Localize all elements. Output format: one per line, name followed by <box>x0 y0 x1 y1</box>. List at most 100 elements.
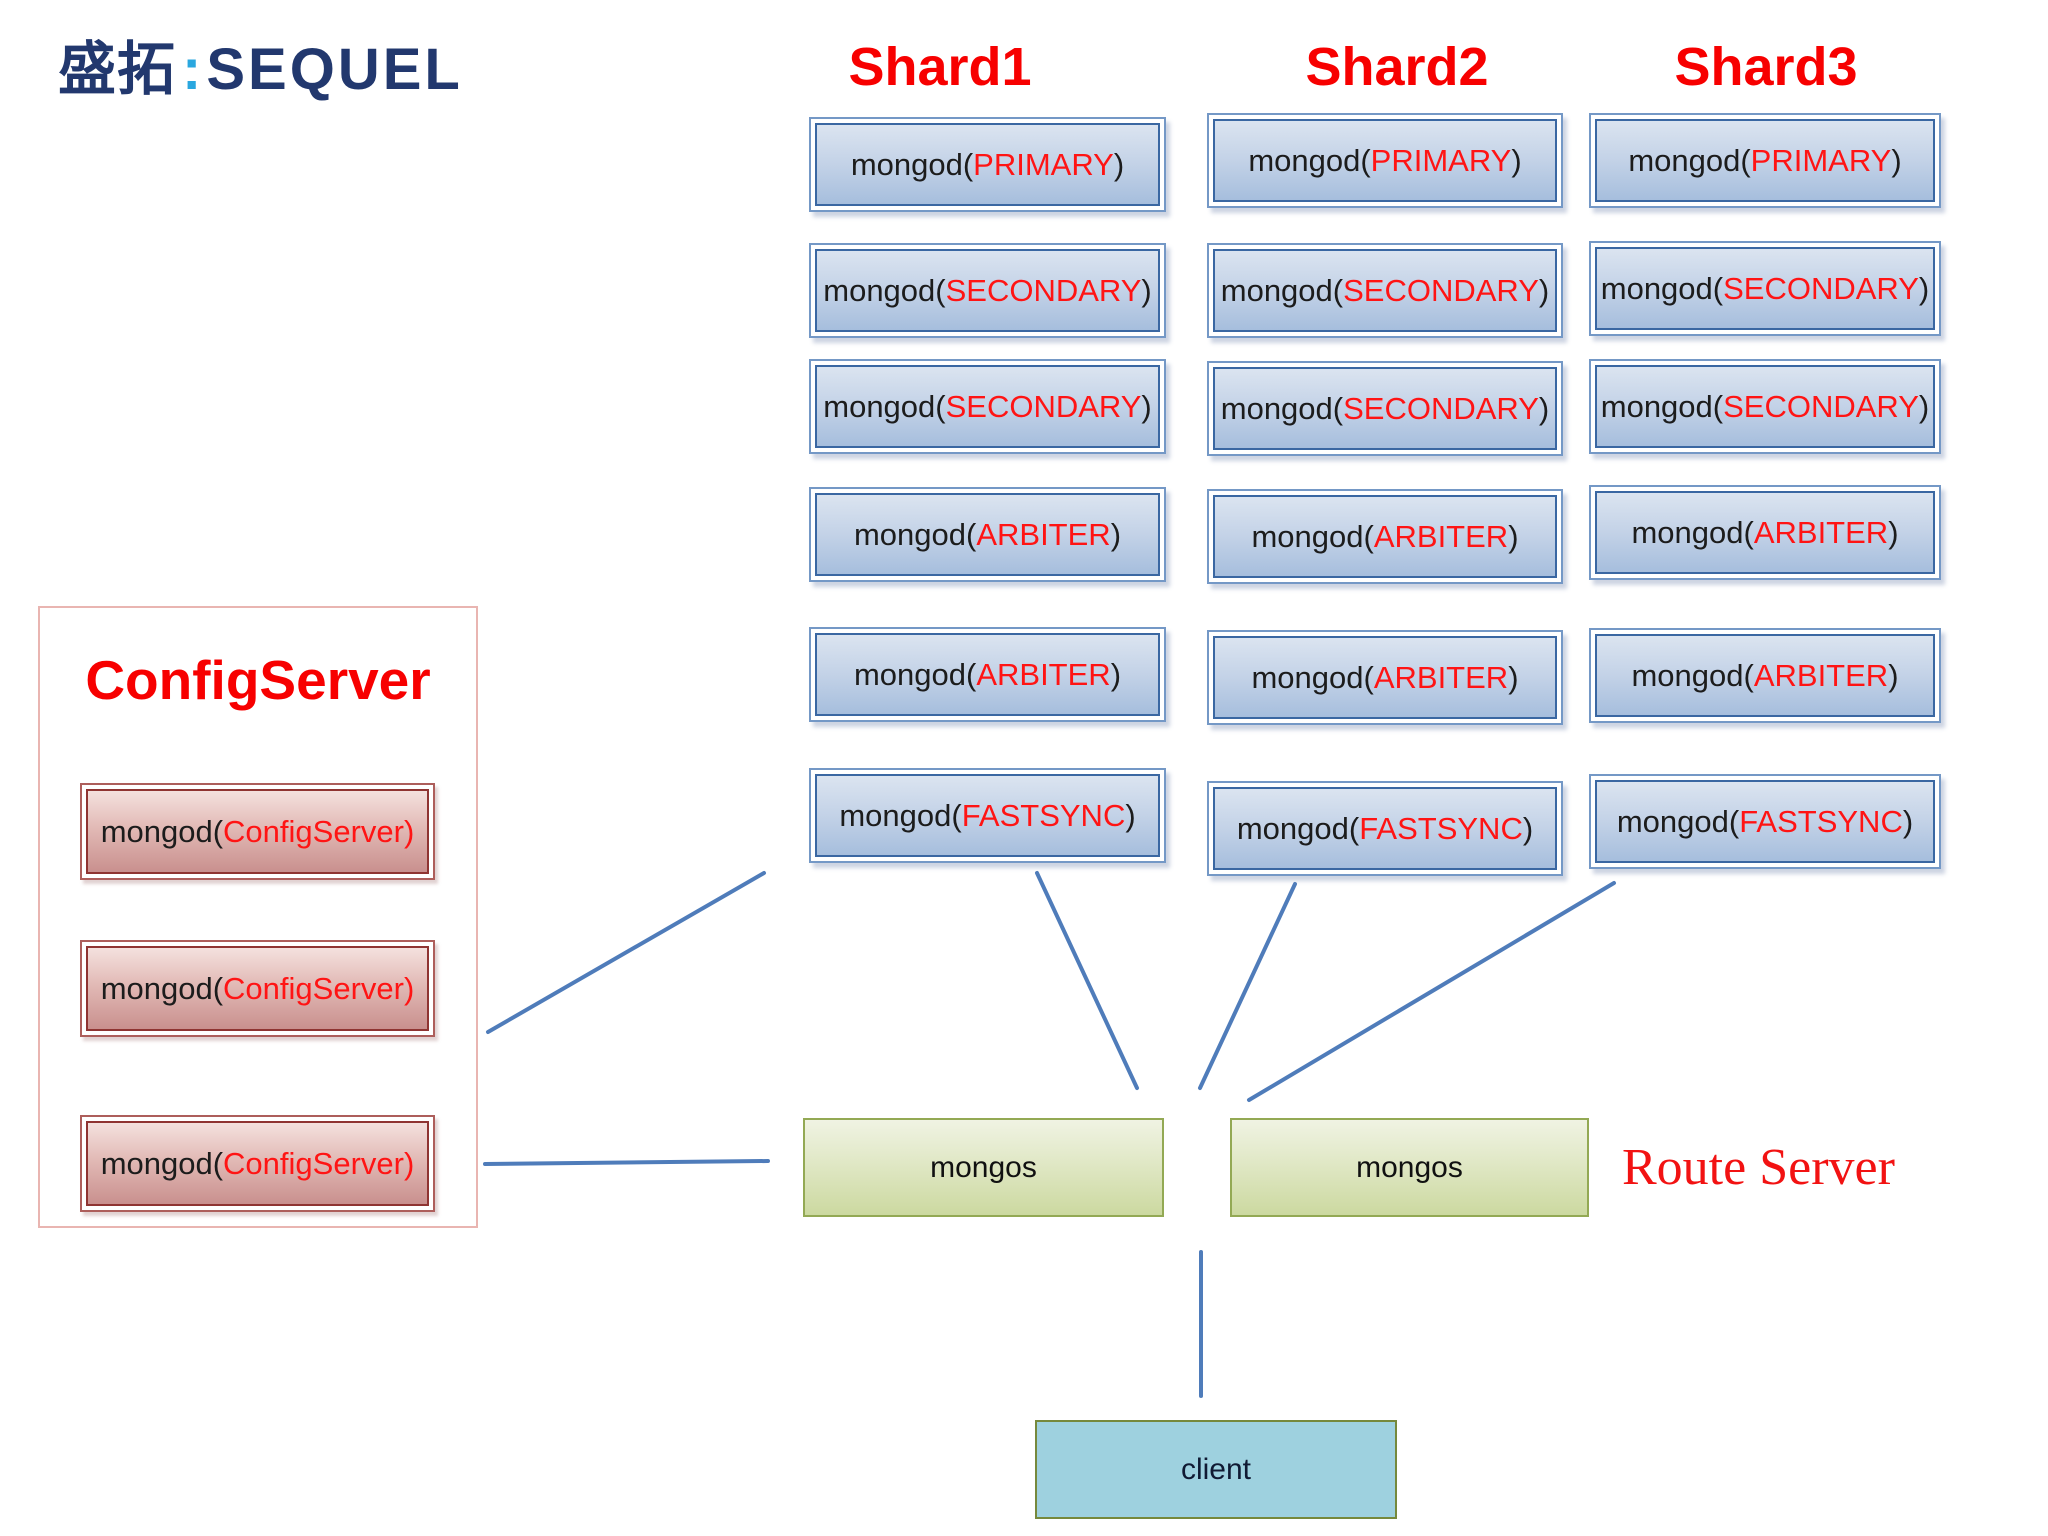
node-keyword: ARBITER <box>1373 518 1509 554</box>
shard1-node-secondary-2: mongod(SECONDARY) <box>809 359 1166 454</box>
node-suffix: ) <box>1125 797 1136 833</box>
shard1-node-arbiter-2: mongod(ARBITER) <box>809 627 1166 722</box>
shard2-node-fastsync: mongod(FASTSYNC) <box>1207 781 1563 876</box>
node-label: mongod( <box>853 516 977 552</box>
node-suffix: ) <box>1888 657 1899 693</box>
node-keyword: ConfigServer <box>223 813 404 849</box>
shard1-node-primary: mongod(PRIMARY) <box>809 117 1166 212</box>
node-label: mongod( <box>1236 810 1360 846</box>
shard3-title: Shard3 <box>1674 37 1858 97</box>
node-suffix: ) <box>1538 390 1550 426</box>
client-label: client <box>1180 1452 1252 1486</box>
node-keyword: SECONDARY <box>1343 390 1539 426</box>
node-label: mongod( <box>1600 388 1724 424</box>
configserver-node-2: mongod(ConfigServer) <box>80 940 435 1037</box>
mongos-label: mongos <box>1356 1150 1463 1184</box>
node-suffix: ) <box>1141 388 1152 424</box>
configserver-node-3: mongod(ConfigServer) <box>80 1115 435 1212</box>
node-label: mongod( <box>100 1145 224 1181</box>
node-keyword: ARBITER <box>1753 657 1889 693</box>
node-suffix: ) <box>1888 514 1899 550</box>
logo: 盛拓:SEQUEL <box>58 22 463 106</box>
node-keyword: ARBITER <box>1753 514 1889 550</box>
node-label: mongod( <box>850 146 974 182</box>
node-suffix: ) <box>403 970 415 1006</box>
node-label: mongod( <box>1631 657 1754 693</box>
route-server-label: Route Server <box>1622 1139 1895 1196</box>
logo-cn-text: 盛拓 <box>58 37 177 102</box>
mongos-label: mongos <box>930 1150 1037 1184</box>
node-label: mongod( <box>100 813 224 849</box>
node-keyword: FASTSYNC <box>1739 803 1903 839</box>
node-label: mongod( <box>100 970 224 1006</box>
node-suffix: ) <box>1918 270 1930 306</box>
node-keyword: ConfigServer <box>223 1145 404 1181</box>
node-keyword: SECONDARY <box>1343 272 1539 308</box>
connector-shard3-to-mongos <box>1247 881 1616 1102</box>
node-suffix: ) <box>1110 656 1122 692</box>
node-keyword: PRIMARY <box>1750 142 1892 178</box>
node-keyword: ARBITER <box>976 516 1111 552</box>
node-label: mongod( <box>1220 272 1344 308</box>
shard3-node-secondary-1: mongod(SECONDARY) <box>1589 241 1941 336</box>
shard3-node-arbiter-2: mongod(ARBITER) <box>1589 628 1941 723</box>
node-keyword: ConfigServer <box>223 970 404 1006</box>
node-suffix: ) <box>1918 388 1930 424</box>
shard1-node-secondary-1: mongod(SECONDARY) <box>809 243 1166 338</box>
node-suffix: ) <box>1141 272 1152 308</box>
node-keyword: SECONDARY <box>945 272 1142 308</box>
node-label: mongod( <box>1251 518 1374 554</box>
connector-configserver-to-shards <box>486 871 766 1034</box>
node-keyword: SECONDARY <box>945 388 1142 424</box>
mongos-node-1: mongos <box>803 1118 1164 1217</box>
logo-colon: : <box>182 37 203 102</box>
logo-en-text: SEQUEL <box>206 37 463 102</box>
node-suffix: ) <box>1902 803 1914 839</box>
node-suffix: ) <box>1891 142 1902 178</box>
shard3-node-arbiter-1: mongod(ARBITER) <box>1589 485 1941 580</box>
configserver-node-1: mongod(ConfigServer) <box>80 783 435 880</box>
connector-shard1-to-mongos <box>1035 871 1139 1090</box>
node-keyword: ARBITER <box>1373 659 1509 695</box>
node-label: mongod( <box>853 656 977 692</box>
node-label: mongod( <box>823 388 946 424</box>
configserver-title: ConfigServer <box>85 649 431 711</box>
node-suffix: ) <box>403 813 415 849</box>
node-label: mongod( <box>1248 142 1371 178</box>
connector-configserver-to-mongos <box>483 1159 770 1166</box>
shard3-node-primary: mongod(PRIMARY) <box>1589 113 1941 208</box>
node-suffix: ) <box>1511 142 1522 178</box>
shard1-title: Shard1 <box>848 37 1032 97</box>
node-label: mongod( <box>1631 514 1754 550</box>
node-suffix: ) <box>1110 516 1122 552</box>
node-keyword: SECONDARY <box>1723 388 1919 424</box>
node-label: mongod( <box>823 272 946 308</box>
node-keyword: PRIMARY <box>973 146 1114 182</box>
node-keyword: PRIMARY <box>1370 142 1512 178</box>
shard2-node-arbiter-2: mongod(ARBITER) <box>1207 630 1563 725</box>
mongos-node-2: mongos <box>1230 1118 1589 1217</box>
shard2-title: Shard2 <box>1305 37 1489 97</box>
node-label: mongod( <box>1628 142 1751 178</box>
node-keyword: ARBITER <box>976 656 1111 692</box>
shard1-node-arbiter-1: mongod(ARBITER) <box>809 487 1166 582</box>
node-label: mongod( <box>1616 803 1740 839</box>
node-label: mongod( <box>1220 390 1344 426</box>
node-label: mongod( <box>1251 659 1374 695</box>
shard2-node-secondary-1: mongod(SECONDARY) <box>1207 243 1563 338</box>
shard3-node-secondary-2: mongod(SECONDARY) <box>1589 359 1941 454</box>
node-keyword: SECONDARY <box>1723 270 1919 306</box>
node-label: mongod( <box>1600 270 1724 306</box>
client-node: client <box>1035 1420 1397 1519</box>
node-suffix: ) <box>1538 272 1550 308</box>
shard2-node-arbiter-1: mongod(ARBITER) <box>1207 489 1563 584</box>
node-suffix: ) <box>1508 518 1519 554</box>
node-suffix: ) <box>403 1145 415 1181</box>
node-keyword: FASTSYNC <box>1359 810 1523 846</box>
node-label: mongod( <box>839 797 962 833</box>
node-keyword: FASTSYNC <box>961 797 1126 833</box>
node-suffix: ) <box>1113 146 1125 182</box>
node-suffix: ) <box>1522 810 1534 846</box>
